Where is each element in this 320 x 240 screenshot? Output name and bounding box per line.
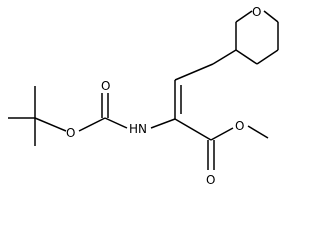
tert-butyl-group xyxy=(8,86,36,146)
oxane-ring xyxy=(212,10,279,65)
ring-bond xyxy=(263,10,279,23)
carbamate-c-o-bond xyxy=(78,117,106,132)
alkene-double-bond xyxy=(174,80,182,119)
amine-label: HN xyxy=(129,122,147,136)
ring-bond xyxy=(235,10,253,23)
carbamate-carbonyl xyxy=(101,93,109,118)
alpha-to-ester-carbon-bond xyxy=(174,118,212,141)
alpha-to-nh-bond xyxy=(150,118,176,129)
o-to-tbutyl-bond xyxy=(34,117,67,132)
ester-c-o-bond xyxy=(210,127,234,141)
ring-bond xyxy=(235,49,258,65)
ester-carbonyl-oxygen-label: O xyxy=(206,173,215,187)
carbamate-carbonyl-oxygen-label: O xyxy=(101,79,110,93)
nh-to-carbamate-bond xyxy=(104,117,128,129)
ester-single-oxygen-label: O xyxy=(235,119,244,133)
ring-bond xyxy=(256,49,279,65)
ring-oxygen-label: O xyxy=(252,5,261,19)
ring-to-vinyl-bond xyxy=(174,63,214,81)
molecule-svg: O HN O O O O xyxy=(8,5,279,187)
methyl-bond xyxy=(247,125,269,139)
chemical-structure-diagram: O HN O O O O xyxy=(8,5,279,187)
ester-carbonyl xyxy=(207,140,215,170)
carbamate-ester-oxygen-label: O xyxy=(66,126,75,140)
ring-bond xyxy=(212,49,237,65)
